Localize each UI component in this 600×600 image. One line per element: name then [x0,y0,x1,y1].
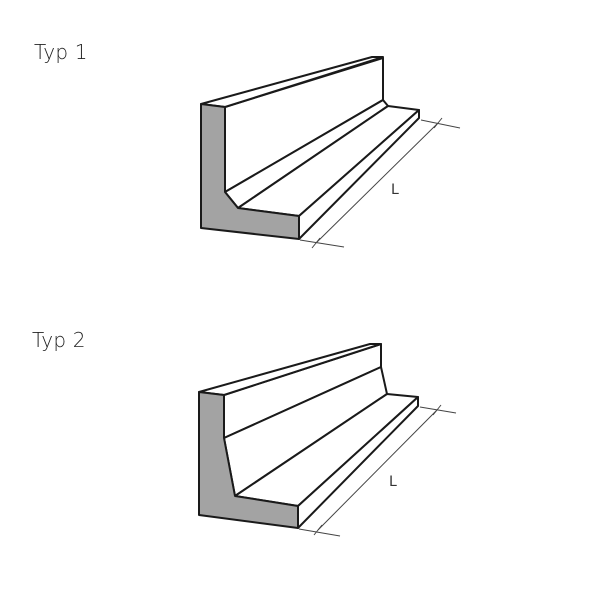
type-1-element [200,56,420,240]
type-2-cross-section [198,391,299,529]
type-1-cross-section [200,103,300,240]
type-2-length-label: L [389,474,397,490]
type-2-title: Typ 2 [32,328,86,352]
type-2-length-dimension [298,404,457,537]
type-1-length-dimension [299,117,461,249]
type-1-title: Typ 1 [34,40,88,64]
type-2-element [198,343,419,529]
type-1-length-label: L [391,182,399,198]
